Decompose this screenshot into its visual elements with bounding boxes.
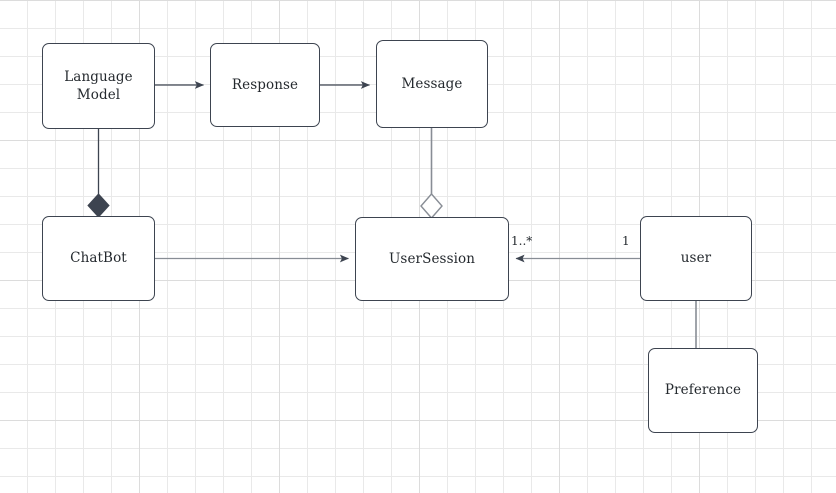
filled-diamond-marker [87, 193, 110, 218]
node-label: Response [231, 76, 299, 93]
node-label: Message [401, 75, 463, 92]
hollow-diamond-marker [420, 192, 443, 220]
node-response[interactable]: Response [210, 43, 320, 127]
node-label: user [680, 250, 712, 267]
node-message[interactable]: Message [376, 40, 488, 128]
node-language-model[interactable]: Language Model [42, 43, 155, 129]
node-label: Language Model [64, 68, 133, 104]
edge-lm-to-chatbot [87, 129, 110, 218]
multiplicity-label-source: 1 [622, 234, 630, 248]
node-label-line2: Model [76, 87, 121, 103]
node-label-line1: Language [64, 68, 133, 85]
node-chatbot[interactable]: ChatBot [42, 216, 155, 301]
edge-message-to-usersession [420, 128, 443, 220]
node-label: ChatBot [70, 250, 127, 267]
multiplicity-label-target: 1..* [511, 234, 533, 248]
node-usersession[interactable]: UserSession [355, 217, 509, 301]
node-label: Preference [664, 382, 742, 399]
node-preference[interactable]: Preference [648, 348, 758, 433]
node-label: UserSession [388, 250, 476, 267]
node-user[interactable]: user [640, 216, 752, 301]
